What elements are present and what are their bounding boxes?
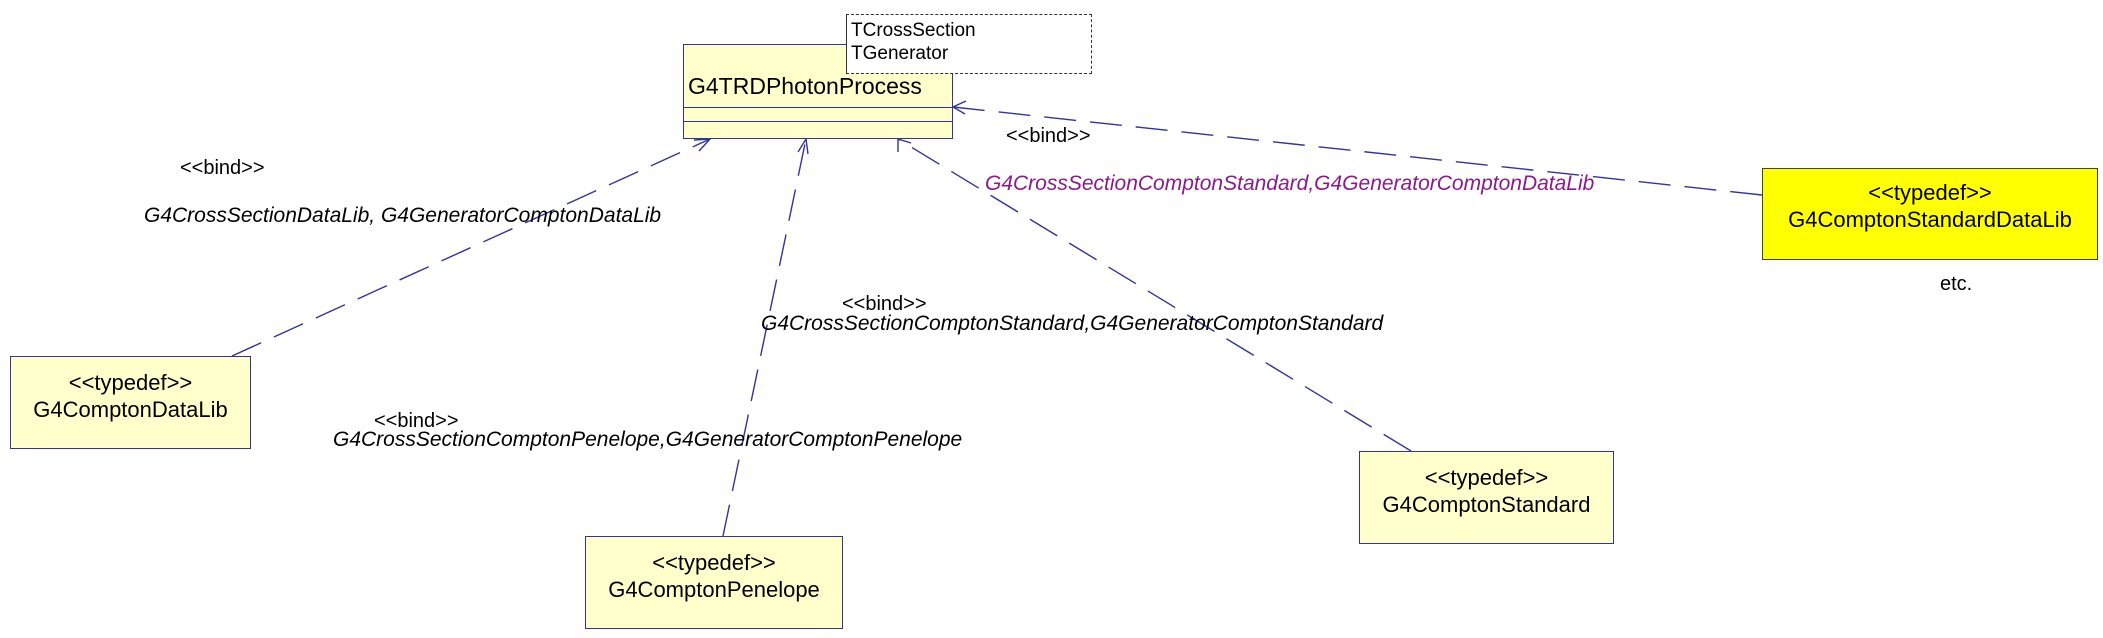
- operations-compartment-divider: [684, 121, 952, 122]
- stereotype-label: <<typedef>>: [1868, 180, 1992, 205]
- bind-stereotype-standard: <<bind>>: [842, 293, 927, 315]
- bind-link-standard[interactable]: [897, 138, 1412, 452]
- arrowhead-standard-datalib: [951, 100, 967, 115]
- bind-args-standard: G4CrossSectionComptonStandard,G4Generato…: [761, 312, 1384, 335]
- template-param-generator: TGenerator: [851, 43, 949, 64]
- bind-args-datalib: G4CrossSectionDataLib, G4GeneratorCompto…: [144, 204, 662, 227]
- class-box-compton-standard-datalib[interactable]: <<typedef>> G4ComptonStandardDataLib: [1762, 168, 2098, 260]
- arrowhead-penelope: [797, 136, 809, 155]
- stereotype-label: <<typedef>>: [652, 550, 776, 575]
- arrowhead-datalib: [693, 138, 712, 152]
- class-box-compton-datalib[interactable]: <<typedef>> G4ComptonDataLib: [10, 356, 251, 449]
- bind-stereotype-standard-datalib: <<bind>>: [1006, 125, 1091, 147]
- bind-stereotype-penelope: <<bind>>: [374, 410, 459, 432]
- etc-note: etc.: [1940, 273, 1973, 295]
- template-parameters-box: TCrossSection TGenerator: [846, 14, 1092, 74]
- template-class-name: G4TRDPhotonProcess: [688, 73, 922, 99]
- class-name: G4ComptonDataLib: [33, 397, 228, 422]
- template-param-cross-section: TCrossSection: [851, 20, 976, 41]
- bind-stereotype-datalib: <<bind>>: [180, 157, 265, 179]
- bind-args-penelope: G4CrossSectionComptonPenelope,G4Generato…: [333, 428, 963, 451]
- bind-link-penelope[interactable]: [722, 138, 807, 537]
- arrowhead-standard: [897, 138, 912, 152]
- attributes-compartment-divider: [684, 107, 952, 108]
- class-name: G4ComptonStandard: [1382, 492, 1591, 517]
- class-name: G4ComptonStandardDataLib: [1788, 207, 2072, 232]
- template-class-box[interactable]: G4TRDPhotonProcess: [683, 44, 953, 139]
- class-box-compton-standard[interactable]: <<typedef>> G4ComptonStandard: [1359, 451, 1614, 544]
- stereotype-label: <<typedef>>: [68, 370, 193, 395]
- class-box-compton-penelope[interactable]: <<typedef>> G4ComptonPenelope: [585, 536, 843, 629]
- bind-link-datalib[interactable]: [231, 138, 711, 357]
- stereotype-label: <<typedef>>: [1424, 465, 1549, 490]
- bind-args-standard-datalib: G4CrossSectionComptonStandard,G4Generato…: [985, 172, 1595, 195]
- class-name: G4ComptonPenelope: [608, 577, 820, 602]
